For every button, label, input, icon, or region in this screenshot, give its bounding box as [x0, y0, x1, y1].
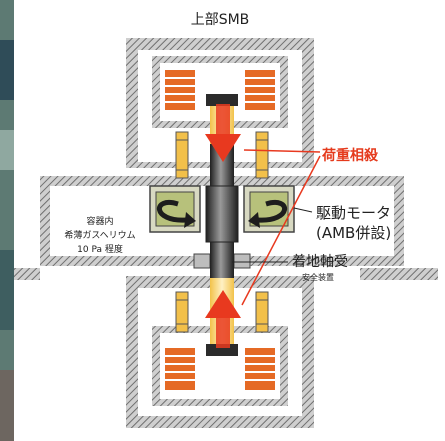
- lower-smb-coils: [165, 348, 275, 390]
- vessel-label-line1: 容器内: [86, 215, 113, 227]
- vessel-label-line3: 10 Pa 程度: [77, 243, 123, 255]
- upper-smb-coils: [165, 70, 275, 110]
- landing-bearing-label: 着地軸受: [292, 254, 348, 270]
- vessel-label-line2: 希薄ガスヘリウム: [64, 229, 135, 241]
- annotation-leader-lines: [232, 149, 321, 306]
- drive-motor-sub-label: (AMB併設): [316, 224, 391, 242]
- background-photo-strip: [0, 0, 14, 441]
- rotation-arrows: [157, 200, 287, 228]
- support-posts: [175, 131, 269, 333]
- drive-motor-label: 駆動モータ: [316, 204, 391, 222]
- load-cancel-arrows: [205, 104, 241, 348]
- landing-bearing-sub-label: 安全装置: [302, 272, 334, 282]
- landing-bearing: [193, 253, 251, 269]
- upper-smb-label: 上部SMB: [191, 12, 250, 28]
- load-cancel-label: 荷重相殺: [321, 147, 379, 164]
